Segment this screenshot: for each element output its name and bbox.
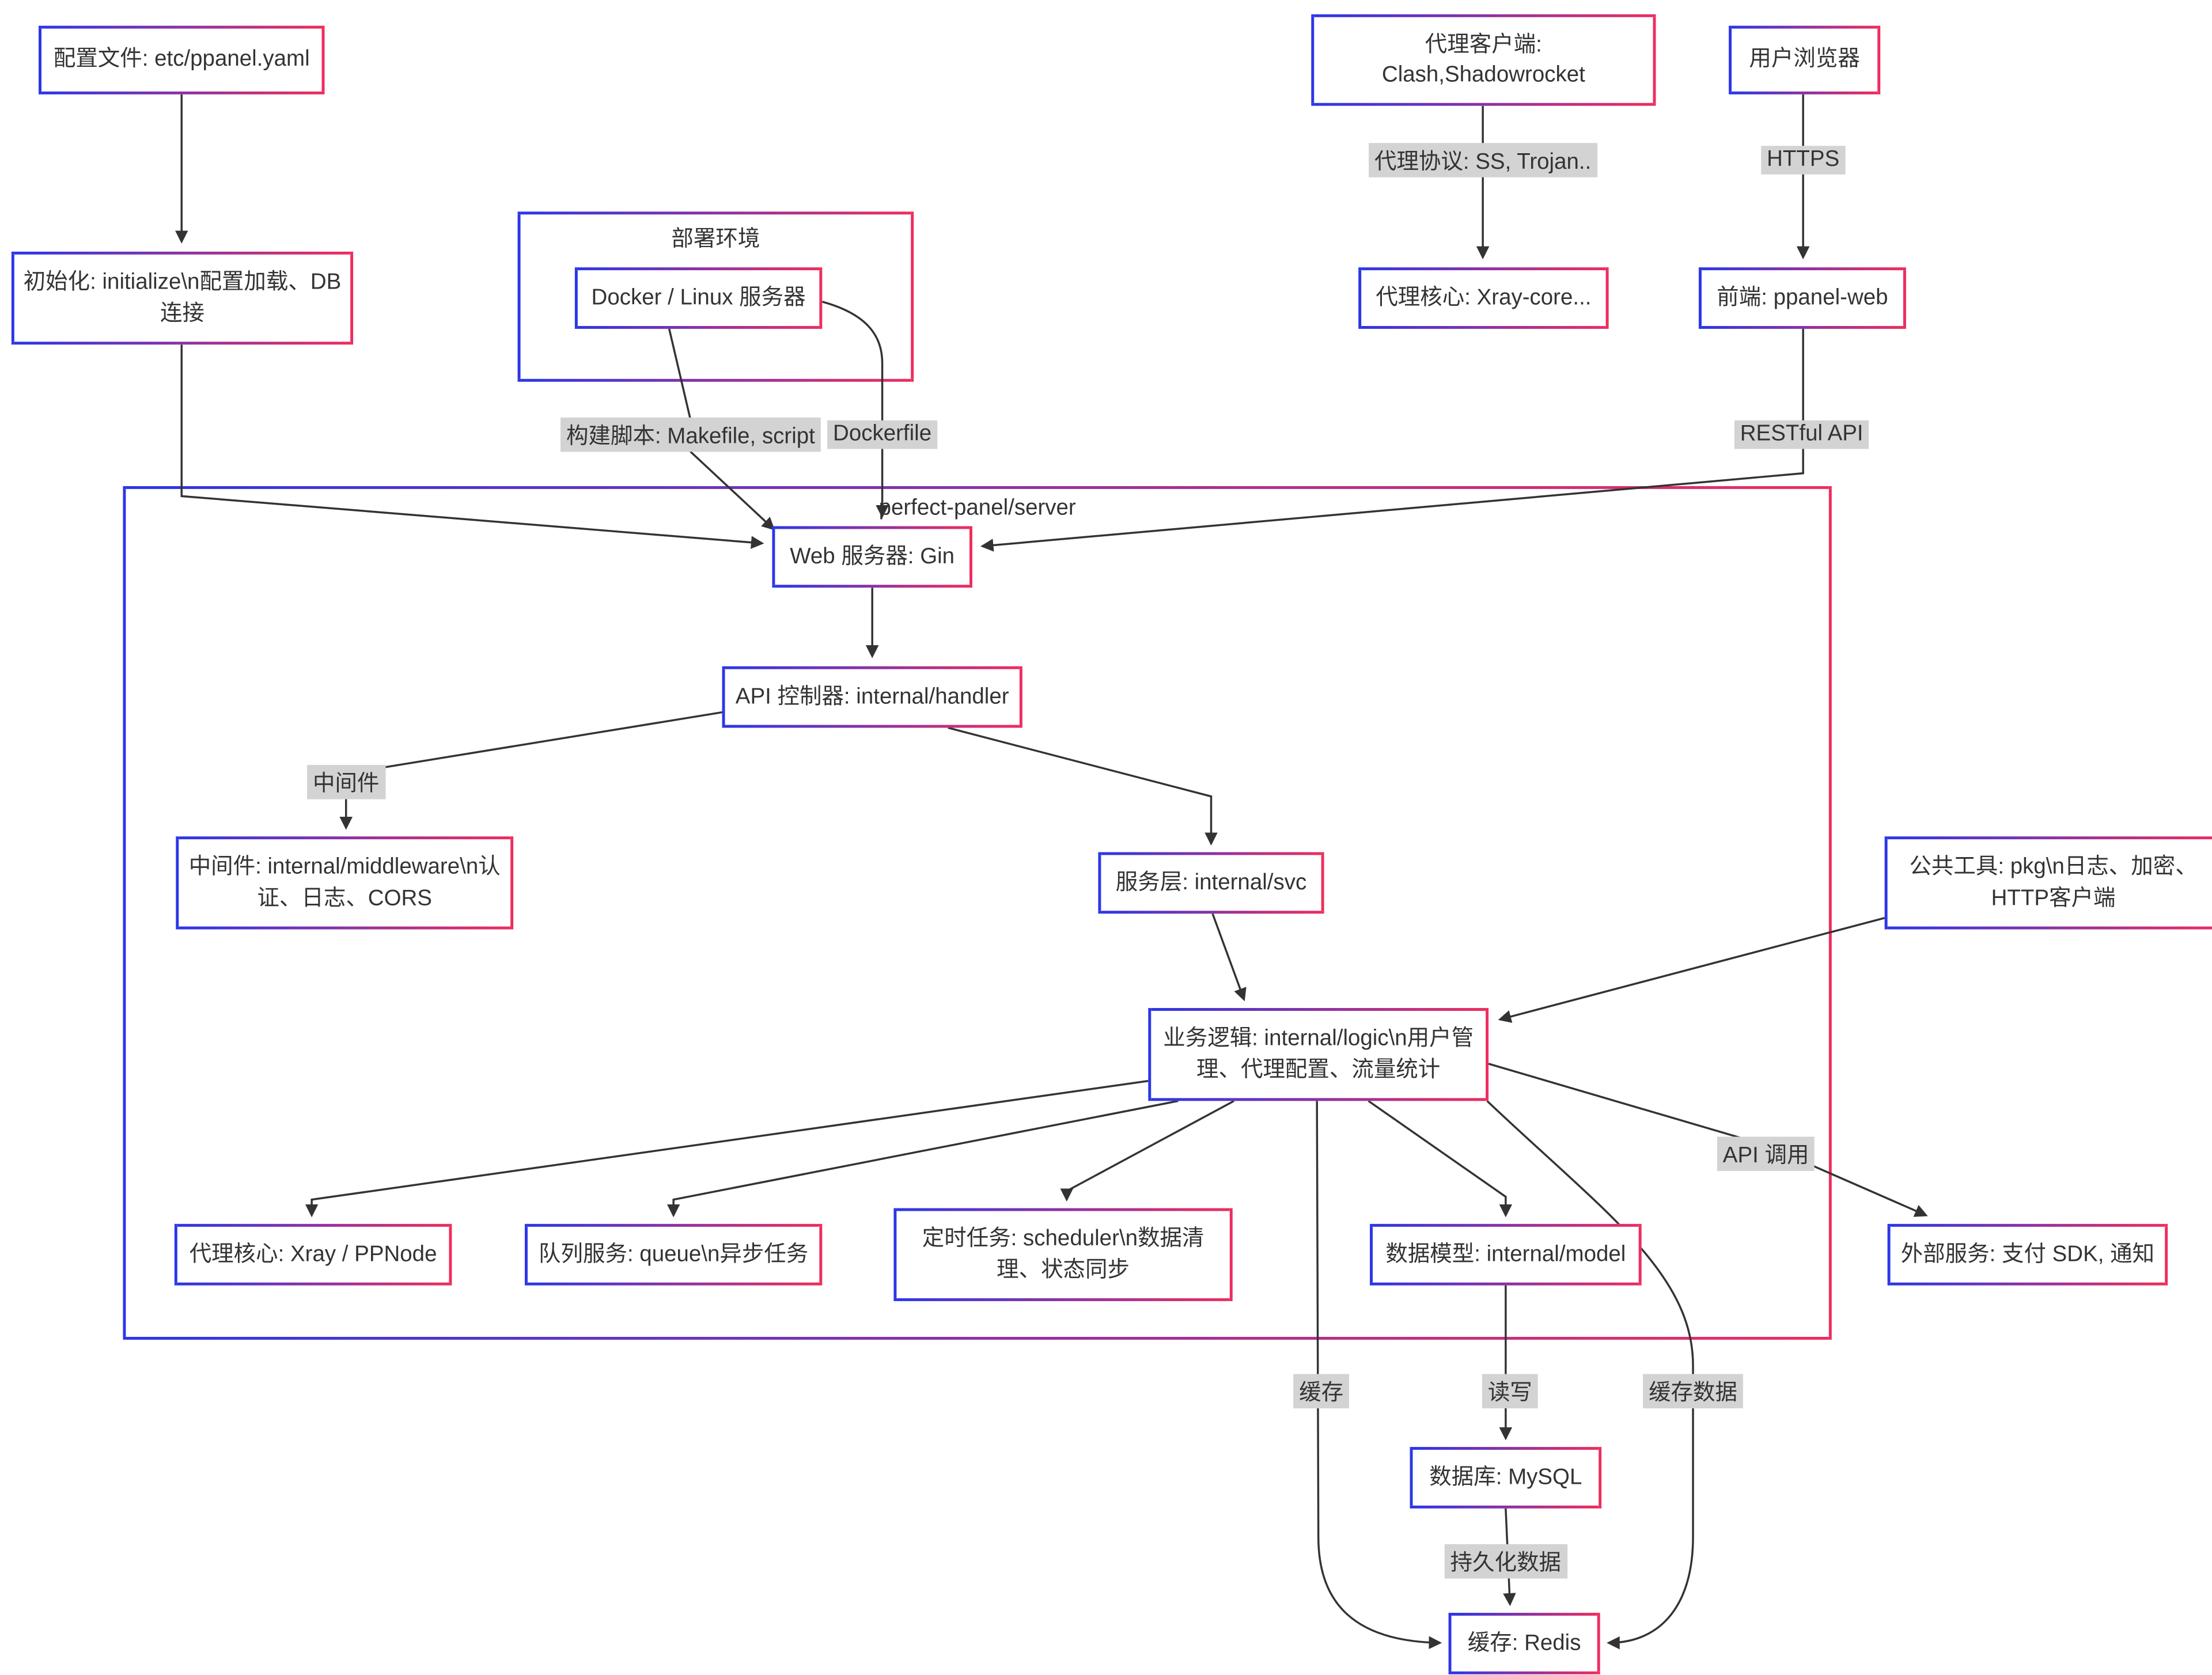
node-ppnode: 代理核心: Xray / PPNode: [174, 1223, 452, 1286]
edge-label-mysql-to-redis: 持久化数据: [1444, 1544, 1567, 1579]
node-proxy-client: 代理客户端: Clash,Shadowrocket: [1311, 14, 1656, 106]
edge-label-logic-to-redis-cache: 缓存: [1293, 1374, 1350, 1409]
node-frontend: 前端: ppanel-web: [1698, 267, 1906, 329]
edge-label-docker-to-gin-build: 构建脚本: Makefile, script: [560, 417, 821, 452]
node-scheduler: 定时任务: scheduler\n数据清理、状态同步: [893, 1208, 1233, 1301]
node-queue: 队列服务: queue\n异步任务: [525, 1223, 823, 1286]
node-browser: 用户浏览器: [1729, 25, 1881, 94]
node-handler: API 控制器: internal/handler: [722, 666, 1022, 728]
node-middleware: 中间件: internal/middleware\n认证、日志、CORS: [176, 836, 514, 930]
edge-label-model-to-mysql: 读写: [1482, 1374, 1538, 1409]
node-gin: Web 服务器: Gin: [772, 526, 972, 588]
node-config-file: 配置文件: etc/ppanel.yaml: [39, 25, 325, 94]
edge-label-browser-to-frontend: HTTPS: [1761, 146, 1846, 175]
node-external: 外部服务: 支付 SDK, 通知: [1887, 1223, 2168, 1286]
group-label-deploy-env: 部署环境: [671, 227, 760, 252]
node-pkg: 公共工具: pkg\n日志、加密、HTTP客户端: [1884, 836, 2212, 930]
node-redis: 缓存: Redis: [1448, 1613, 1600, 1674]
node-logic: 业务逻辑: internal/logic\n用户管理、代理配置、流量统计: [1148, 1008, 1489, 1101]
node-init: 初始化: initialize\n配置加载、DB连接: [11, 251, 354, 345]
edge-label-handler-to-middleware: 中间件: [307, 765, 385, 799]
edge-label-logic-to-redis-cachedata: 缓存数据: [1643, 1374, 1743, 1409]
edge-label-client-to-xraycore: 代理协议: SS, Trojan..: [1369, 143, 1597, 177]
node-svc: 服务层: internal/svc: [1098, 852, 1324, 914]
edge-label-logic-to-external: API 调用: [1717, 1136, 1815, 1172]
node-model: 数据模型: internal/model: [1370, 1223, 1642, 1286]
node-xray-core: 代理核心: Xray-core...: [1358, 267, 1609, 329]
node-docker: Docker / Linux 服务器: [574, 267, 823, 329]
node-mysql: 数据库: MySQL: [1410, 1447, 1602, 1509]
group-label-server-group: perfect-panel/server: [878, 496, 1076, 521]
edge-label-frontend-to-gin: RESTful API: [1734, 420, 1869, 449]
edge-label-docker-to-gin-dockerfile: Dockerfile: [827, 420, 938, 449]
